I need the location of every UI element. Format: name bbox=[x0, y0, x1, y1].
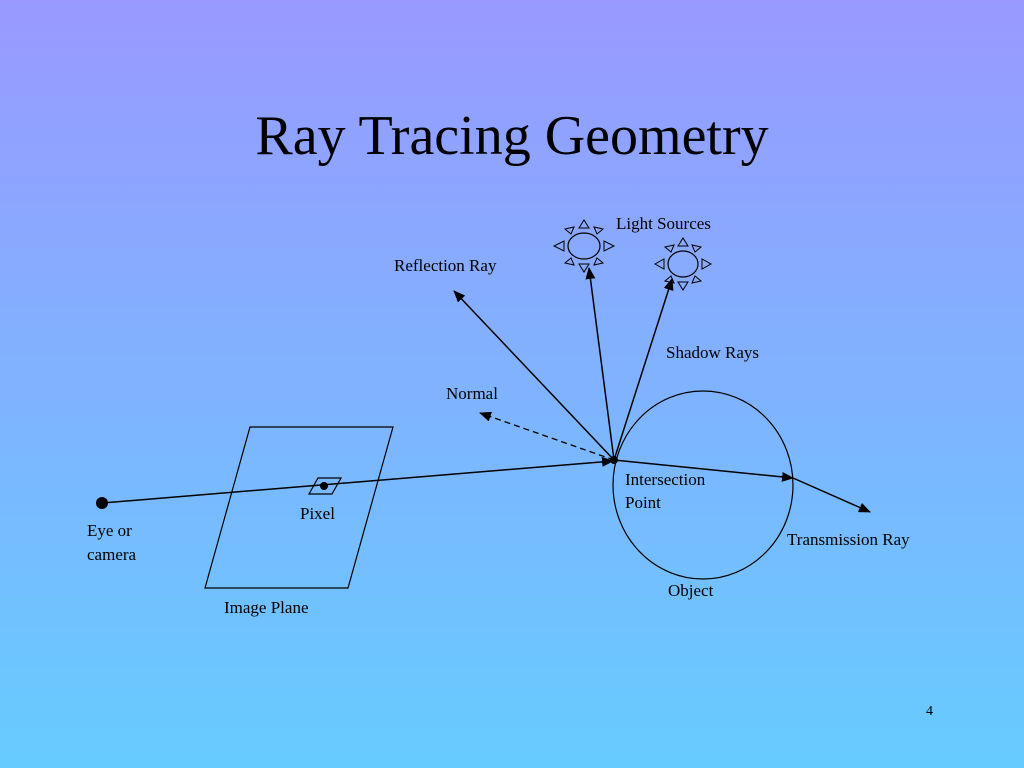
image-plane bbox=[204, 426, 394, 589]
label-light-sources: Light Sources bbox=[616, 214, 711, 233]
eye-point bbox=[96, 497, 108, 509]
label-reflection-ray: Reflection Ray bbox=[394, 256, 497, 275]
label-transmission-ray: Transmission Ray bbox=[787, 530, 910, 549]
slide-title: Ray Tracing Geometry bbox=[255, 105, 769, 167]
sun-icon bbox=[653, 237, 713, 291]
object-sphere bbox=[612, 390, 794, 580]
normal-ray bbox=[479, 411, 615, 461]
primary-ray bbox=[101, 456, 614, 504]
label-eye-line1: Eye or bbox=[87, 521, 132, 540]
label-normal: Normal bbox=[446, 384, 498, 403]
label-intersection-line2: Point bbox=[625, 493, 661, 512]
pixel-point bbox=[320, 482, 328, 490]
label-pixel: Pixel bbox=[300, 504, 335, 523]
label-shadow-rays: Shadow Rays bbox=[666, 343, 759, 362]
label-eye-line2: camera bbox=[87, 545, 137, 564]
refracted-ray-inside bbox=[613, 459, 794, 482]
reflection-ray bbox=[453, 290, 615, 461]
shadow-ray-1 bbox=[585, 267, 615, 461]
sun-icon bbox=[552, 219, 616, 273]
slide-number: 4 bbox=[926, 704, 933, 719]
label-image-plane: Image Plane bbox=[224, 598, 309, 617]
label-object: Object bbox=[668, 581, 714, 600]
pixel-cell bbox=[307, 477, 343, 495]
transmission-ray bbox=[792, 477, 871, 513]
shadow-ray-2 bbox=[613, 278, 674, 461]
label-intersection-line1: Intersection bbox=[625, 470, 706, 489]
